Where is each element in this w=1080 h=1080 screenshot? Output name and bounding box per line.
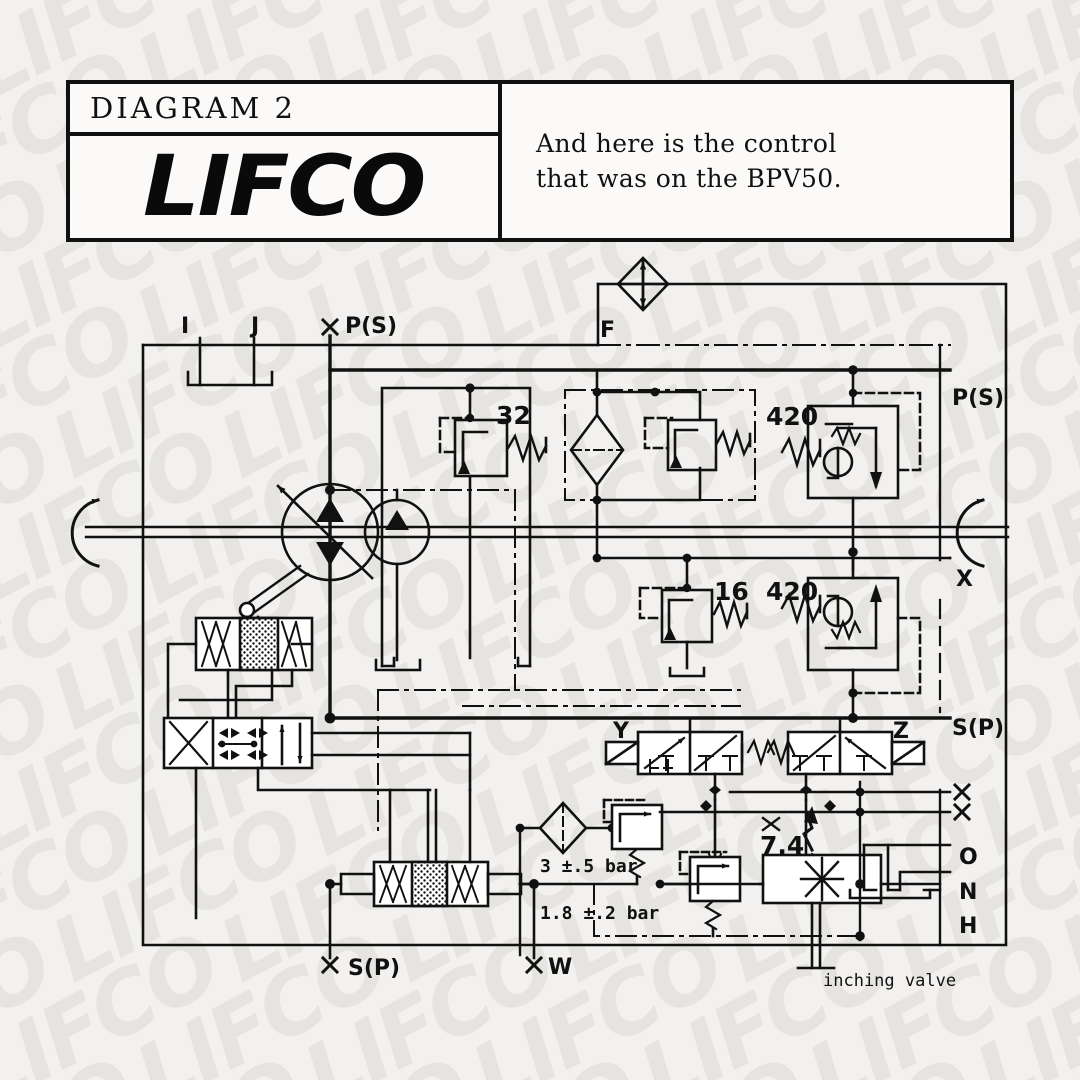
relief-valve-1-8bar <box>658 850 742 938</box>
breather-vent-icon <box>616 256 670 312</box>
label-port-J: J <box>249 314 259 339</box>
title-block-caption: And here is the control that was on the … <box>502 84 1010 238</box>
label-port-W: W <box>548 955 572 980</box>
junction-dot <box>848 388 858 398</box>
solenoid-valve-Y <box>604 716 776 871</box>
junction-dot <box>325 485 335 495</box>
relief-valve-3bar <box>518 798 664 886</box>
junction-dot <box>324 712 336 724</box>
fixed-orifice-7-4 <box>761 816 781 832</box>
label-port-SP-bottom: S(P) <box>348 956 400 981</box>
label-port-I: I <box>181 314 189 339</box>
servo-control-valve <box>166 616 314 734</box>
label-port-SP-right: S(P) <box>952 716 1004 741</box>
label-valve-Z: Z <box>893 719 909 744</box>
relief-valve-420-upper <box>780 368 922 572</box>
label-port-X: X <box>956 567 973 592</box>
charge-filter <box>518 801 614 855</box>
label-port-PS-right: P(S) <box>952 386 1004 411</box>
directional-control-valve-bottom <box>328 788 536 908</box>
charge-pump <box>363 488 431 672</box>
caption-line-1: And here is the control <box>536 128 837 158</box>
schematic-labels: I J P(S) F P(S) X S(P) O N H S(P) W Y Z … <box>181 314 1004 991</box>
relief-valve-32 <box>380 386 548 668</box>
inching-valve <box>761 806 883 970</box>
directional-control-valve-left <box>162 716 472 920</box>
pilot-line-bottom <box>593 883 856 937</box>
junction-dot <box>465 413 475 423</box>
title-block-left: DIAGRAM 2 LIFCO <box>70 84 502 238</box>
suction-filter-block <box>564 389 756 502</box>
label-relief-420-lo: 420 <box>766 577 818 606</box>
label-relief-32: 32 <box>496 401 531 430</box>
drive-shaft <box>84 525 1010 539</box>
relief-valve-16 <box>638 556 749 678</box>
tank-return-lines <box>658 790 952 900</box>
label-pressure-1-8bar: 1.8 ±.2 bar <box>540 903 659 924</box>
test-point-marks <box>320 317 544 975</box>
label-pressure-3bar: 3 ±.5 bar <box>540 856 638 877</box>
junction-dot <box>465 383 475 393</box>
junction-dot <box>848 365 858 375</box>
label-port-F: F <box>600 318 615 343</box>
label-port-PS-top: P(S) <box>345 314 397 339</box>
label-valve-Y: Y <box>612 719 630 744</box>
pilot-line-32 <box>329 489 516 691</box>
solenoid-valve-Z <box>766 716 926 871</box>
caption-line-2: that was on the BPV50. <box>536 164 842 193</box>
junction-dot <box>848 713 858 723</box>
label-inching-valve: inching valve <box>823 971 956 991</box>
rotation-arrow-right <box>955 498 985 568</box>
pilot-line-lower <box>377 689 741 831</box>
junction-dot <box>848 547 858 557</box>
diagram-number-label: DIAGRAM 2 <box>70 84 498 136</box>
label-orifice-7-4: 7.4 <box>760 831 804 860</box>
brand-logo-text: LIFCO <box>143 137 426 236</box>
orifice-pips <box>700 800 836 812</box>
rotation-arrow-left <box>70 498 100 568</box>
variable-displacement-pump <box>238 482 380 657</box>
junction-dot <box>682 583 692 593</box>
brand-logo: LIFCO <box>70 136 498 238</box>
title-block: DIAGRAM 2 LIFCO And here is the control … <box>66 80 1014 242</box>
test-point-crosses <box>952 782 972 822</box>
junction-dot <box>650 387 660 397</box>
label-relief-420-hi: 420 <box>766 402 818 431</box>
label-port-N: N <box>959 880 977 905</box>
junction-dot <box>848 688 858 698</box>
label-port-H: H <box>959 914 977 939</box>
label-relief-16: 16 <box>714 577 749 606</box>
label-port-O: O <box>959 845 978 870</box>
